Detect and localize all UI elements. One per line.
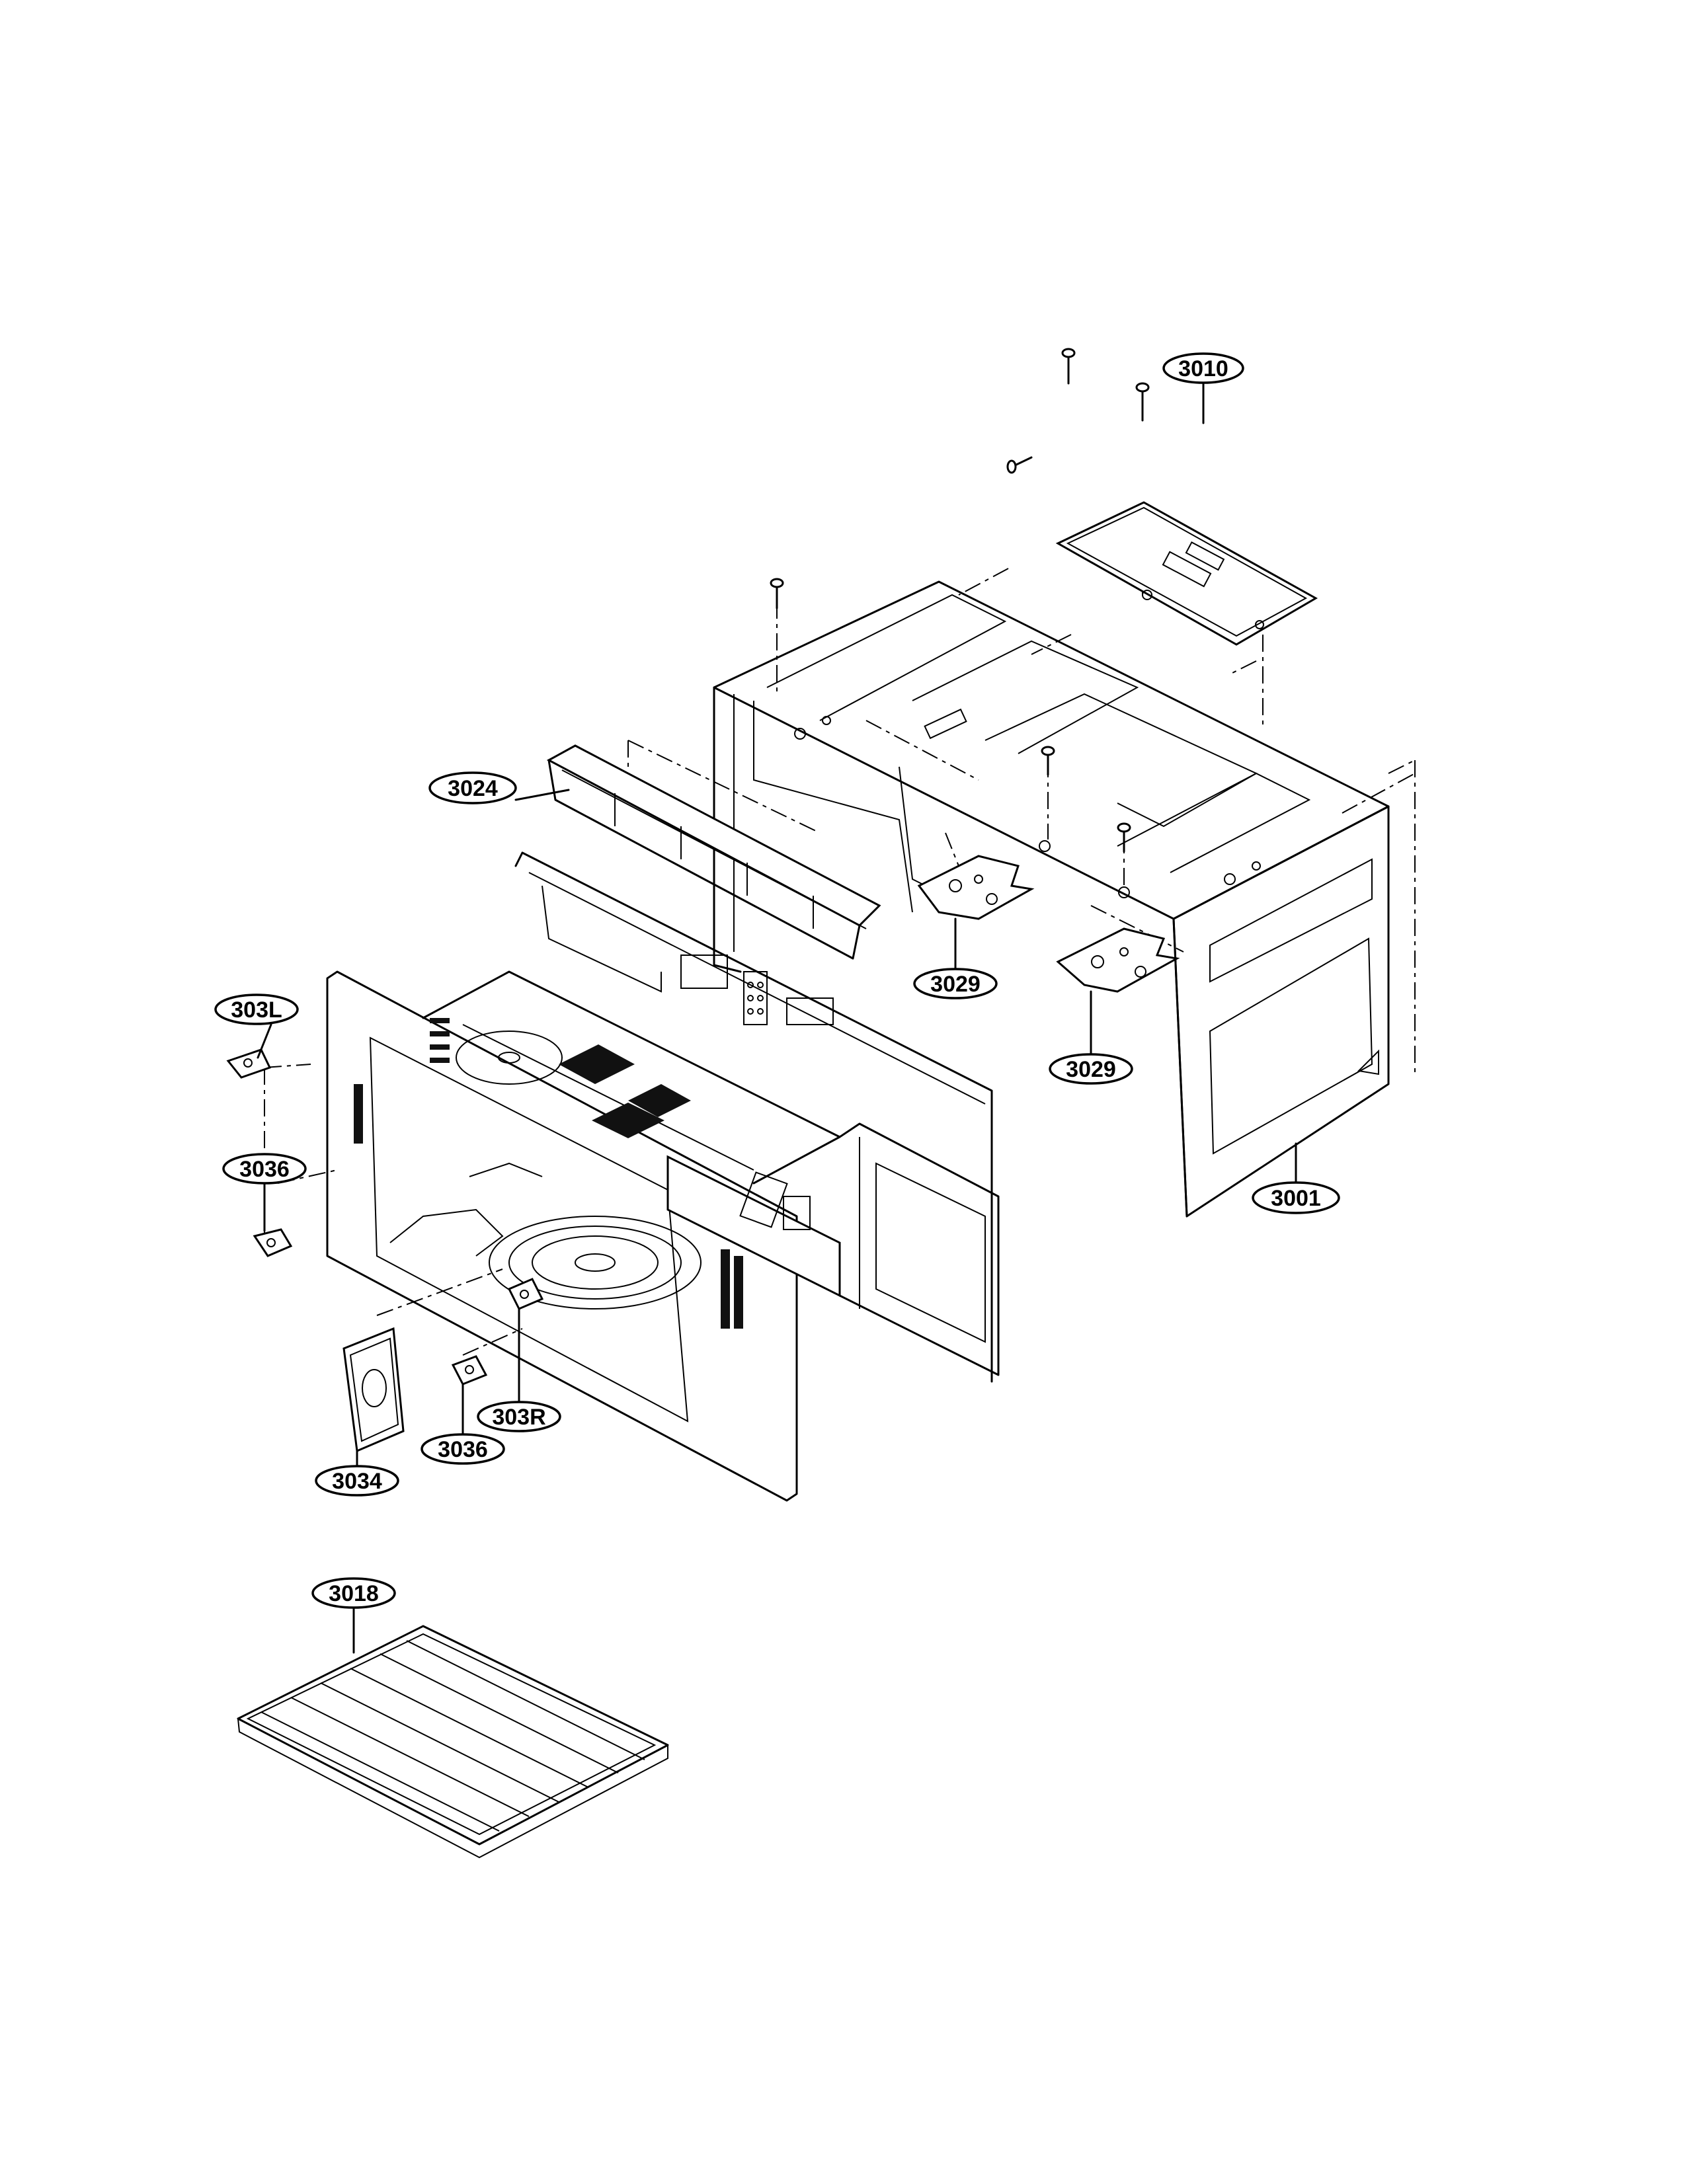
screw-icon [1061, 348, 1076, 385]
leader-lines [257, 379, 1297, 1654]
hinge-3036-right [451, 1355, 488, 1385]
grille-3024 [546, 744, 881, 960]
latch-303R [507, 1278, 544, 1310]
hinge-3036-left [253, 1228, 293, 1257]
callout-label: 3029 [1066, 1057, 1116, 1082]
outer-case-3001 [713, 580, 1390, 1218]
callout-label: 3029 [930, 972, 981, 997]
screw-icon [1006, 456, 1033, 474]
callout-3001: 3001 [1252, 1181, 1340, 1214]
callout-3029-b: 3029 [1049, 1053, 1133, 1085]
callout-3018: 3018 [311, 1577, 396, 1609]
callout-label: 3001 [1271, 1186, 1321, 1211]
screw-icon [770, 578, 784, 609]
callout-label: 3010 [1178, 356, 1228, 381]
callout-303L: 303L [214, 994, 299, 1025]
bracket-3029-a [917, 855, 1035, 920]
wire-rack-3018 [237, 1625, 669, 1859]
callout-3024: 3024 [428, 771, 517, 804]
bracket-3029-b [1056, 927, 1180, 993]
callout-label: 303R [492, 1405, 545, 1430]
screw-icon [1117, 822, 1131, 853]
cover-plate-3034 [342, 1327, 405, 1453]
callout-3010: 3010 [1162, 352, 1244, 384]
callout-label: 3024 [448, 776, 498, 801]
callout-label: 3036 [438, 1437, 488, 1462]
screws [770, 348, 1150, 853]
callout-3029-a: 3029 [913, 968, 998, 999]
callout-3036-left: 3036 [222, 1153, 307, 1185]
callout-label: 3018 [329, 1581, 379, 1606]
screw-icon [1041, 746, 1055, 776]
callout-label: 303L [231, 997, 282, 1023]
callout-3034: 3034 [315, 1465, 399, 1497]
callout-label: 3036 [239, 1157, 290, 1182]
latch-303L [226, 1048, 272, 1079]
vent-plate-3010 [1055, 501, 1318, 646]
screw-icon [1135, 382, 1150, 422]
callout-3036-right: 3036 [421, 1433, 505, 1465]
cavity-chassis [326, 851, 1000, 1502]
side-vent-slots [354, 1018, 743, 1329]
callout-303R: 303R [477, 1401, 561, 1432]
callout-label: 3034 [332, 1469, 382, 1494]
